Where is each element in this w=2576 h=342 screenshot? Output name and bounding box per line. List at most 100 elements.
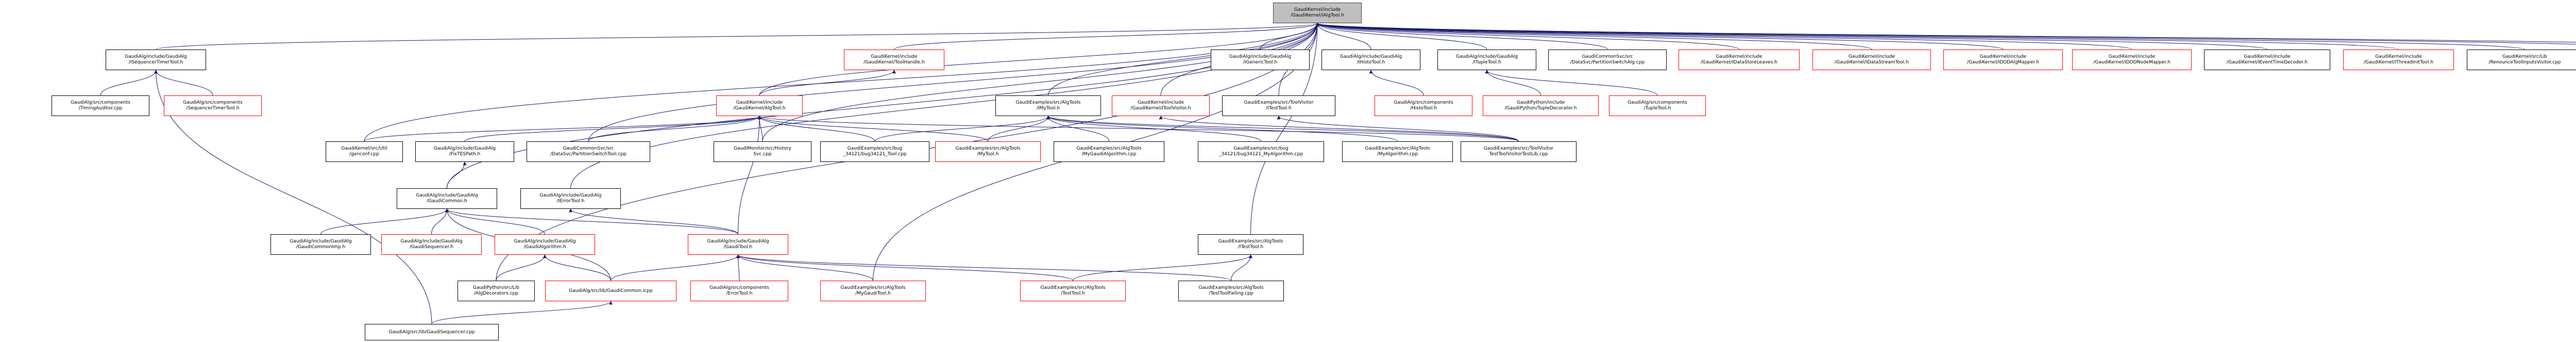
graph-node[interactable]: GaudiKernel/src/Lib/RenounceToolInputsVi… (2467, 50, 2576, 70)
node-label: GaudiExamples/src/AlgTools (1365, 146, 1430, 151)
dependency-edge (496, 254, 547, 281)
node-label: /TupleTool.h (1643, 106, 1671, 111)
graph-node[interactable]: GaudiKernel/include/GaudiKernel/AlgTool.… (716, 95, 803, 116)
dependency-edge (611, 254, 740, 281)
node-label: /GaudiKernel/IThreadInitTool.h (2363, 60, 2434, 65)
graph-node[interactable]: GaudiExamples/src/AlgTools/TestToolFaili… (1178, 281, 1284, 301)
graph-node[interactable]: GaudiAlg/include/GaudiAlg/GaudiSequencer… (381, 234, 482, 255)
graph-node[interactable]: GaudiKernel/include/GaudiKernel/IDataStr… (1812, 50, 1931, 70)
node-label: GaudiExamples/src/ToolVisitor (1483, 146, 1554, 151)
graph-node[interactable]: GaudiKernel/include/GaudiKernel/IDODAlgM… (1943, 50, 2063, 70)
graph-node[interactable]: GaudiCommonSvc/src/DataSvc/PartitionSwit… (1548, 50, 1667, 70)
dependency-edge (757, 116, 875, 142)
node-label: Svc.cpp (753, 152, 772, 157)
node-label: /DataSvc/PartitionSwitchAlg.cpp (1570, 60, 1645, 65)
node-label: GaudiAlg/include/GaudiAlg (707, 239, 769, 244)
graph-node[interactable]: GaudiKernel/include/GaudiKernel/IToolVis… (1112, 95, 1210, 116)
graph-node[interactable]: GaudiPython/include/GaudiPython/TupleDec… (1483, 95, 1599, 116)
graph-node[interactable]: GaudiAlg/include/GaudiAlg/GaudiCommonImp… (270, 234, 371, 255)
dependency-edge (757, 116, 1519, 142)
graph-node[interactable]: GaudiExamples/src/AlgTools/MyTool.h (935, 141, 1041, 162)
graph-node[interactable]: GaudiAlg/src/components/TimingAuditor.cp… (52, 95, 149, 116)
dependency-edge (431, 301, 613, 324)
graph-node[interactable]: GaudiAlg/include/GaudiAlg/ISequencerTime… (106, 50, 206, 70)
graph-node[interactable]: GaudiExamples/src/bug_34121/bug34121_Too… (820, 141, 929, 162)
node-label: GaudiExamples/src/AlgTools (1040, 285, 1106, 290)
node-label: GaudiAlg/include/GaudiAlg (1229, 54, 1292, 59)
graph-node[interactable]: GaudiExamples/src/AlgTools/ITestTool.h (1198, 234, 1303, 255)
graph-node[interactable]: GaudiAlg/src/components/TupleTool.h (1609, 95, 1706, 116)
graph-node[interactable]: GaudiAlg/include/GaudiAlg/GaudiTool.h (688, 234, 788, 255)
dependency-edge (1159, 116, 1519, 142)
graph-node[interactable]: GaudiAlg/include/GaudiAlg/ITupleTool.h (1437, 50, 1536, 70)
node-label: GaudiKernel/include (2375, 54, 2422, 59)
node-label: GaudiExamples/src/ToolVisitor (1244, 100, 1314, 105)
graph-node[interactable]: GaudiExamples/src/AlgTools/MyGaudiAlgori… (1054, 141, 1164, 162)
graph-node[interactable]: GaudiAlg/src/components/ErrorTool.h (690, 281, 788, 301)
graph-node[interactable]: GaudiAlg/src/lib/GaudiCommon.icpp (545, 281, 676, 301)
dependency-edge (736, 254, 740, 281)
dependency-edge (445, 208, 545, 235)
dependency-edge (1048, 23, 1319, 96)
node-label: /genconf.cpp (349, 152, 379, 157)
graph-node[interactable]: GaudiAlg/include/GaudiAlg/FixTESPath.h (415, 141, 514, 162)
node-label: GaudiAlg/include/GaudiAlg (514, 239, 576, 244)
node-label: /GaudiCommonImp.h (296, 245, 346, 250)
node-label: /ITupleTool.h (1472, 60, 1501, 65)
node-label: GaudiExamples/src/AlgTools (1076, 146, 1142, 151)
graph-node[interactable]: GaudiAlg/include/GaudiAlg/IGenericTool.h (1211, 50, 1310, 70)
graph-node[interactable]: GaudiKernel/src/Util/genconf.cpp (326, 141, 403, 162)
graph-node[interactable]: GaudiExamples/src/ToolVisitor/ITestTool.… (1222, 95, 1335, 116)
node-label: /IErrorTool.h (556, 199, 585, 204)
graph-node[interactable]: GaudiKernel/include/GaudiKernel/IEventTi… (2204, 50, 2330, 70)
node-label: /GaudiKernel/IDODNodeMapper.h (2093, 60, 2171, 65)
dependency-edge (1316, 23, 2525, 50)
node-label: /GaudiKernel/IDODAlgMapper.h (1967, 60, 2040, 65)
node-label: /HistoTool.h (1410, 106, 1437, 111)
dependency-edge (1316, 23, 2576, 45)
dependency-edge (762, 23, 1319, 142)
graph-node[interactable]: GaudiKernel/include/GaudiKernel/ToolHand… (844, 50, 944, 70)
node-label: GaudiKernel/include (1137, 100, 1184, 105)
graph-node[interactable]: GaudiAlg/src/components/HistoTool.h (1375, 95, 1472, 116)
dependency-edge (1073, 254, 1252, 281)
graph-node[interactable]: GaudiAlg/include/GaudiAlg/IErrorTool.h (520, 188, 621, 209)
graph-node[interactable]: GaudiAlg/src/lib/GaudiSequencer.cpp (365, 324, 499, 340)
graph-node[interactable]: GaudiPython/src/Lib/AlgDecorators.cpp (457, 281, 535, 301)
graph-node[interactable]: GaudiExamples/src/AlgTools/MyAlgorithm.c… (1342, 141, 1453, 162)
node-label: /AlgDecorators.cpp (473, 291, 519, 296)
graph-node[interactable]: GaudiExamples/src/AlgTools/TestTool.h (1020, 281, 1126, 301)
graph-node[interactable]: GaudiKernel/include/GaudiKernel/IThreadI… (2343, 50, 2454, 70)
node-label: /GaudiSequencer.h (409, 245, 454, 250)
node-label: /GaudiPython/TupleDecorator.h (1504, 106, 1577, 111)
dependency-edge (1315, 23, 1371, 50)
dependency-edge (1046, 116, 1109, 142)
dependency-edge (156, 23, 1319, 50)
node-label: GaudiAlg/src/lib/GaudiCommon.icpp (569, 288, 653, 294)
dependency-edge (1485, 70, 1541, 96)
node-label: TestToolVisitorTestLib.cpp (1489, 152, 1548, 157)
graph-node[interactable]: GaudiKernel/include/GaudiKernel/IDODNode… (2072, 50, 2192, 70)
graph-node[interactable]: GaudiCommonSvc/src/DataSvc/PartitionSwit… (527, 141, 650, 162)
node-label: /GaudiKernel/IEventTimeDecoder.h (2227, 60, 2308, 65)
dependency-edge (736, 254, 1073, 281)
node-label: GaudiAlg/src/components (71, 100, 130, 105)
node-label: /TimingAuditor.cpp (78, 106, 123, 111)
dependency-edge (1369, 70, 1424, 96)
dependency-edge (445, 208, 738, 235)
node-label: /GaudiKernel/IAlgTool.h (1291, 13, 1344, 18)
dependency-edge (1250, 23, 1319, 235)
graph-node[interactable]: GaudiAlg/include/GaudiAlg/IHistoTool.h (1321, 50, 1420, 70)
dependency-edge (894, 23, 1319, 50)
graph-node[interactable]: GaudiExamples/src/bug_34121/bug34121_MyA… (1198, 141, 1324, 162)
graph-node[interactable]: GaudiAlg/src/components/SequencerTimerTo… (164, 95, 262, 116)
graph-node[interactable]: GaudiExamples/src/AlgTools/MyGaudiTool.h (820, 281, 926, 301)
graph-node[interactable]: GaudiKernel/include/GaudiKernel/IDataSto… (1679, 50, 1800, 70)
graph-node[interactable]: GaudiExamples/src/AlgTools/IMyTool.h (995, 95, 1101, 116)
dependency-edge (1315, 23, 1872, 50)
node-label: /ITestTool.h (1266, 106, 1292, 111)
graph-node[interactable]: GaudiAlg/include/GaudiAlg/GaudiAlgorithm… (495, 234, 595, 255)
graph-node[interactable]: GaudiAlg/include/GaudiAlg/GaudiCommon.h (397, 188, 497, 209)
